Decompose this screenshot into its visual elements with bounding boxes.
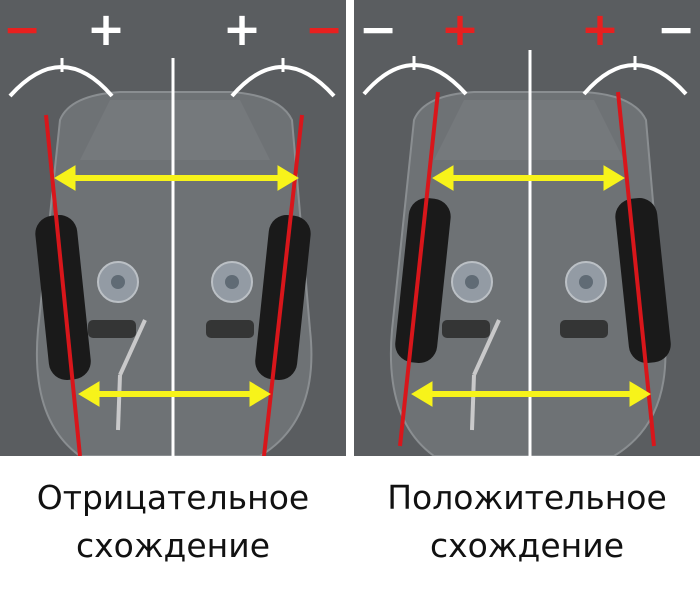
- sign-left-3: +: [222, 2, 262, 56]
- left-suspension: [442, 261, 501, 431]
- caption-positive-toe: Положительное схождение: [354, 474, 700, 570]
- caption-line2: схождение: [75, 526, 271, 565]
- right-toe-line: [616, 91, 656, 447]
- sign-left-1: −: [2, 2, 42, 56]
- panel-positive-toe: − + + −: [354, 0, 700, 456]
- left-toe-line: [44, 114, 82, 456]
- right-toe-line: [262, 114, 304, 456]
- negative-toe-diagram: [8, 58, 336, 456]
- positive-toe-diagram: [362, 50, 688, 456]
- front-width-arrow: [432, 165, 625, 191]
- caption-line1: Отрицательное: [36, 478, 310, 517]
- caption-line2: схождение: [429, 526, 625, 565]
- sign-right-4: −: [656, 2, 696, 56]
- sign-right-1: −: [358, 2, 398, 56]
- rear-width-arrow: [411, 381, 651, 407]
- caption-line1: Положительное: [387, 478, 667, 517]
- rear-width-arrow: [78, 381, 271, 407]
- sign-right-3: +: [580, 2, 620, 56]
- front-width-arrow: [54, 165, 299, 191]
- sign-right-2: +: [440, 2, 480, 56]
- sign-left-4: −: [304, 2, 344, 56]
- left-toe-line: [398, 91, 440, 447]
- right-suspension: [560, 261, 608, 338]
- left-suspension: [88, 261, 147, 431]
- panel-negative-toe: − + + −: [0, 0, 346, 456]
- caption-negative-toe: Отрицательное схождение: [0, 474, 346, 570]
- right-suspension: [206, 261, 254, 338]
- right-wheel: [615, 198, 671, 363]
- car-hood: [80, 100, 270, 160]
- sign-left-2: +: [86, 2, 126, 56]
- left-wheel: [395, 198, 451, 363]
